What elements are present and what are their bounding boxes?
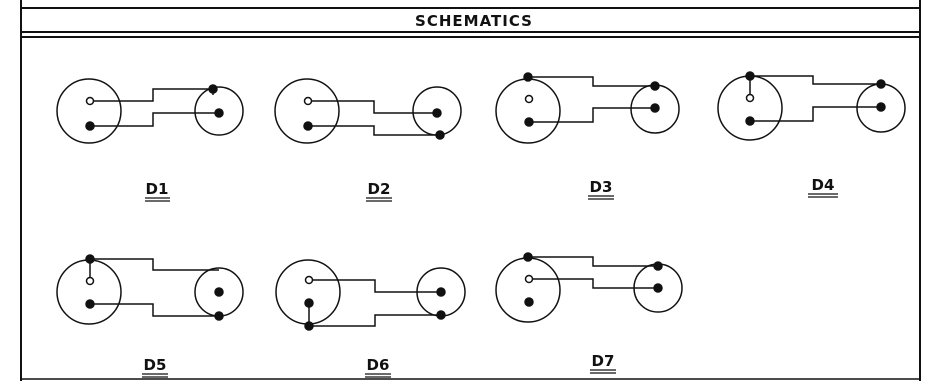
d4-pin (876, 102, 886, 112)
page-title: SCHEMATICS (415, 12, 533, 30)
d6-pin (304, 321, 314, 331)
d5-large-connector (56, 259, 122, 325)
d4-wire-1 (750, 75, 881, 85)
d7-pin (524, 297, 534, 307)
d4-pin (745, 116, 755, 126)
label-d7: D7 (590, 352, 616, 374)
label-d3: D3 (588, 178, 614, 200)
d4-wire-2 (753, 106, 881, 122)
d5-open-pin (85, 276, 95, 286)
d7-pin (653, 261, 663, 271)
d6-large-connector (275, 259, 341, 325)
d3-pin (524, 117, 534, 127)
d6-pin (436, 310, 446, 320)
d2-wire-2 (311, 125, 440, 136)
d3-pin (650, 103, 660, 113)
d1-open-pin (85, 96, 95, 106)
d7-large-connector (495, 257, 561, 323)
schematic-d5 (56, 254, 244, 325)
d3-pin (650, 81, 660, 91)
schematic-label: D6 (367, 356, 390, 374)
d5-pin (85, 254, 95, 264)
schematic-d3 (495, 72, 680, 144)
d3-open-pin (524, 94, 534, 104)
schematic-d7 (495, 252, 683, 323)
d3-wire-1 (528, 76, 655, 87)
d1-pin (85, 121, 95, 131)
d7-open-pin (524, 274, 534, 284)
d7-wire-2 (532, 278, 658, 289)
d7-pin (653, 283, 663, 293)
d6-pin (436, 287, 446, 297)
d3-large-connector (495, 78, 561, 144)
label-d1: D1 (145, 180, 170, 202)
schematic-label: D3 (590, 178, 613, 196)
d1-wire-2 (93, 112, 219, 127)
label-d6: D6 (365, 356, 391, 378)
schematic-d2 (274, 78, 462, 144)
d5-wire-1 (90, 258, 219, 271)
schematic-d6 (275, 259, 466, 331)
d6-pin (304, 298, 314, 308)
label-d2: D2 (366, 180, 392, 202)
d2-wire-1 (311, 100, 437, 114)
d5-pin (85, 299, 95, 309)
d1-small-connector (194, 86, 244, 136)
d1-pin (214, 108, 224, 118)
label-d5: D5 (142, 356, 168, 378)
d2-pin (435, 130, 445, 140)
d6-wire-2 (308, 303, 441, 327)
d1-wire-1 (93, 88, 214, 102)
schematic-label: D4 (812, 176, 835, 194)
d1-large-connector (56, 78, 122, 144)
d5-pin (214, 311, 224, 321)
d5-pin (214, 287, 224, 297)
d2-large-connector (274, 78, 340, 144)
schematic-label: D7 (592, 352, 615, 370)
d3-pin (523, 72, 533, 82)
d4-pin (876, 79, 886, 89)
schematic-d1 (56, 78, 244, 144)
d6-open-pin (304, 275, 314, 285)
schematic-label: D1 (146, 180, 169, 198)
d4-open-pin (745, 93, 755, 103)
label-d4: D4 (808, 176, 838, 198)
d6-wire-1 (312, 279, 441, 293)
d5-wire-2 (93, 303, 219, 317)
d2-pin (303, 121, 313, 131)
schematic-label: D2 (368, 180, 391, 198)
d4-pin (745, 71, 755, 81)
d7-wire-1 (528, 256, 658, 267)
d3-wire-2 (531, 107, 655, 123)
d2-pin (432, 108, 442, 118)
schematic-label: D5 (144, 356, 167, 374)
d7-pin (523, 252, 533, 262)
d1-pin (208, 84, 218, 94)
schematic-d4 (717, 71, 906, 141)
d2-open-pin (303, 96, 313, 106)
